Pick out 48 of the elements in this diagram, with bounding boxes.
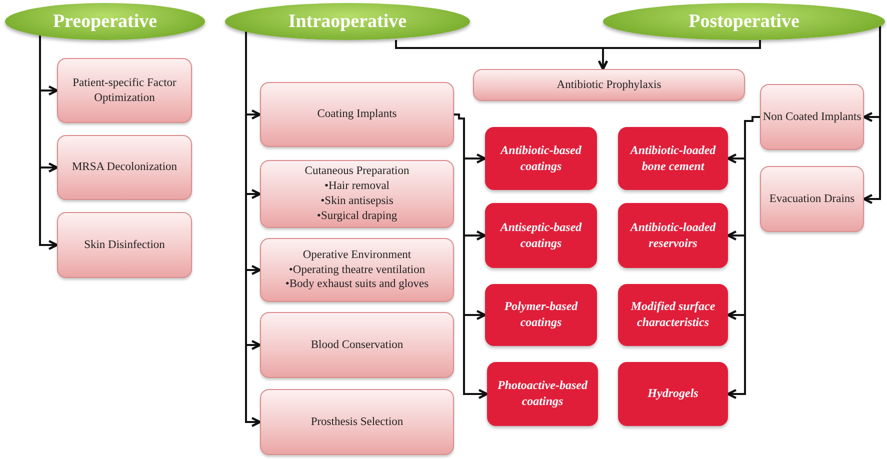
node-text: •Body exhaust suits and gloves	[285, 277, 429, 292]
process-box	[260, 312, 454, 378]
arrow	[598, 40, 761, 70]
process-box	[57, 212, 192, 278]
node-text: Antibiotic-loaded reservoirs	[628, 220, 717, 252]
node-text: •Hair removal	[324, 179, 390, 194]
node-text: Patient-specific Factor Optimization	[72, 76, 178, 106]
process-box	[260, 160, 454, 228]
node-text: •Skin antisepsis	[320, 194, 394, 209]
node-text: Antiseptic-based coatings	[498, 220, 583, 252]
process-box	[260, 82, 454, 147]
process-box	[618, 127, 728, 190]
node-text: Blood Conservation	[310, 338, 404, 352]
node-text: Photoactive-based coatings	[496, 378, 589, 410]
node-text: •Operating theatre ventilation	[288, 262, 426, 278]
process-box	[485, 127, 597, 190]
node-text: Skin Disinfection	[84, 238, 165, 252]
process-box	[618, 362, 728, 426]
process-box	[618, 203, 728, 268]
process-box	[260, 238, 454, 302]
node-text: Polymer-based coatings	[503, 299, 579, 331]
node-text: Cutaneous Preparation	[304, 164, 410, 180]
node-text: Antibiotic-loaded bone cement	[628, 142, 717, 174]
process-box	[760, 84, 864, 150]
process-box	[487, 362, 598, 426]
process-box	[57, 135, 192, 200]
process-box	[760, 166, 864, 232]
node-text: Evacuation Drains	[769, 192, 855, 206]
node-text: Postoperative	[688, 10, 800, 32]
node-text: Preoperative	[52, 10, 158, 32]
node-text: Hydrogels	[646, 386, 700, 402]
arrow	[726, 116, 760, 400]
process-box	[260, 389, 454, 455]
process-box	[485, 203, 597, 268]
node-text: Intraoperative	[288, 10, 407, 32]
process-box	[473, 69, 745, 101]
node-text: Non Coated Implants	[762, 110, 862, 124]
node-text: Prosthesis Selection	[310, 414, 404, 430]
process-box	[57, 58, 192, 123]
node-text: Operative Environment	[302, 248, 412, 263]
node-text: Antibiotic-based coatings	[499, 142, 582, 174]
node-text: •Surgical draping	[316, 208, 398, 224]
process-box	[618, 284, 728, 346]
node-text: MRSA Decolonization	[72, 160, 178, 175]
node-text: Modified surface characteristics	[630, 299, 716, 331]
node-text: Coating Implants	[317, 107, 397, 122]
node-text: Antibiotic Prophylaxis	[556, 78, 662, 92]
process-box	[485, 284, 597, 346]
